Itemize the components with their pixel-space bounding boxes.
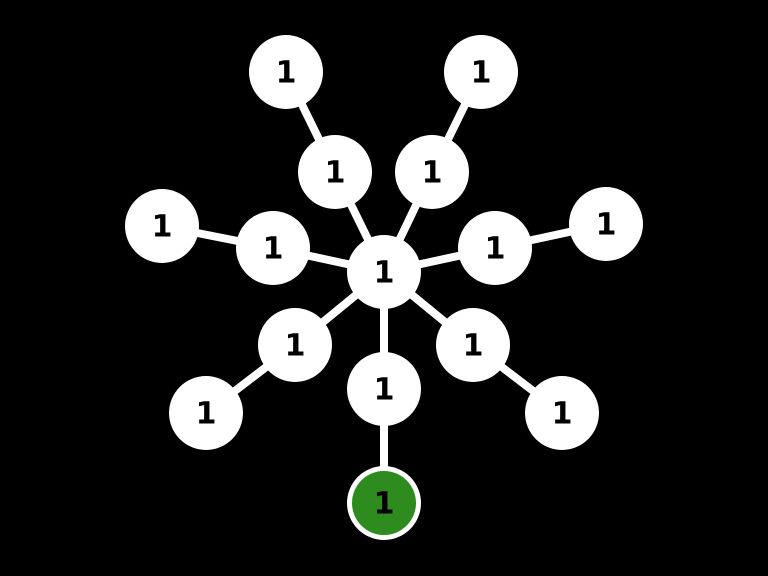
graph-node-selected[interactable]: 1 [347, 466, 421, 540]
node-circle [347, 235, 421, 309]
node-label: 1 [471, 56, 492, 91]
node-circle [258, 308, 332, 382]
graph-node[interactable]: 1 [347, 235, 421, 309]
graph-node[interactable]: 1 [458, 211, 532, 285]
node-circle [347, 352, 421, 426]
graph-node[interactable]: 1 [525, 376, 599, 450]
node-circle [436, 308, 510, 382]
node-circle [298, 135, 372, 209]
node-label: 1 [325, 156, 346, 191]
graph-node[interactable]: 1 [395, 135, 469, 209]
node-circle [444, 35, 518, 109]
node-label: 1 [374, 256, 395, 291]
nodes-layer: 1 1 1 1 1 1 1 1 1 1 1 1 1 1 1 [125, 35, 643, 540]
node-label: 1 [552, 397, 573, 432]
node-label: 1 [276, 56, 297, 91]
node-circle [125, 189, 199, 263]
node-circle [352, 471, 416, 535]
node-label: 1 [196, 397, 217, 432]
node-label: 1 [485, 232, 506, 267]
graph-node[interactable]: 1 [436, 308, 510, 382]
node-label: 1 [422, 156, 443, 191]
graph-node[interactable]: 1 [169, 376, 243, 450]
node-circle [249, 35, 323, 109]
node-label: 1 [374, 373, 395, 408]
graph-node[interactable]: 1 [258, 308, 332, 382]
node-label: 1 [596, 208, 617, 243]
graph-node[interactable]: 1 [298, 135, 372, 209]
node-circle [395, 135, 469, 209]
node-circle [169, 376, 243, 450]
node-label: 1 [463, 329, 484, 364]
node-circle [458, 211, 532, 285]
node-circle [569, 187, 643, 261]
node-circle [236, 211, 310, 285]
node-label: 1 [374, 487, 395, 522]
graph-node[interactable]: 1 [249, 35, 323, 109]
node-label: 1 [263, 232, 284, 267]
graph-node[interactable]: 1 [125, 189, 199, 263]
graph-node[interactable]: 1 [236, 211, 310, 285]
node-label: 1 [285, 329, 306, 364]
node-label: 1 [152, 210, 173, 245]
graph-node[interactable]: 1 [347, 352, 421, 426]
node-circle [525, 376, 599, 450]
graph-node[interactable]: 1 [444, 35, 518, 109]
graph-node[interactable]: 1 [569, 187, 643, 261]
